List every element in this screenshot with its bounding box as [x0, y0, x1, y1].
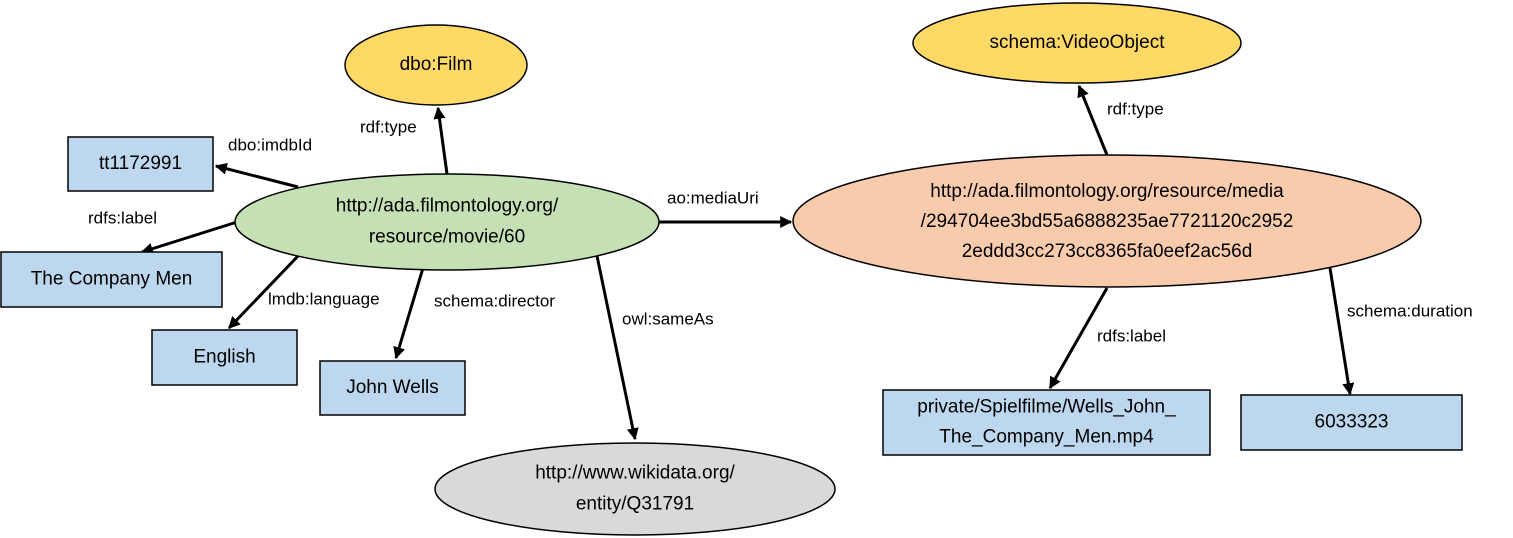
node-film-class-text: dbo:Film [400, 54, 473, 75]
node-director-text: John Wells [346, 377, 439, 398]
node-film-class[interactable]: dbo:Film [344, 24, 528, 106]
node-wikidata[interactable]: http://www.wikidata.org/entity/Q31791 [434, 442, 836, 536]
edge-label-media-type: rdf:type [1107, 99, 1164, 118]
node-text-line: schema:VideoObject [990, 32, 1166, 53]
node-text-line: dbo:Film [400, 54, 473, 75]
node-wikidata-text: http://www.wikidata.org/entity/Q31791 [535, 463, 735, 515]
edge-label-movie-director: schema:director [434, 291, 555, 310]
node-media-label[interactable]: private/Spielfilme/Wells_John_ The_Compan… [882, 389, 1211, 456]
node-duration-text: 6033323 [1315, 412, 1389, 433]
edge-movie-sameas [595, 255, 639, 441]
node-text-line: The_Company_Men.mp4 [939, 427, 1154, 448]
node-text-line: John Wells [346, 377, 439, 398]
edge-label-media-duration: schema:duration [1347, 301, 1473, 320]
node-movie-text: http://ada.filmontology.org/resource/mov… [336, 196, 559, 248]
node-text-line: http://www.wikidata.org/ [535, 463, 735, 484]
edge-label-movie-language: lmdb:language [268, 289, 380, 308]
edge-label-movie-label: rdfs:label [88, 208, 157, 227]
node-text-line: 2eddd3cc273cc8365fa0eef2ac56d [962, 241, 1253, 262]
node-text-line: The Company Men [31, 269, 193, 290]
edges [140, 84, 1355, 441]
edge-label-media-label: rdfs:label [1097, 326, 1166, 345]
edge-labels: rdf:type dbo:imdbId rdfs:label lmdb:lang… [88, 99, 1473, 345]
node-media[interactable]: http://ada.filmontology.org/resource/med… [792, 154, 1422, 288]
node-label-text: The Company Men [31, 269, 193, 290]
node-text-line: /294704ee3bd55a6888235ae7721120c2952 [921, 211, 1294, 232]
node-media-text: http://ada.filmontology.org/resource/med… [921, 181, 1294, 262]
node-movie[interactable]: http://ada.filmontology.org/resource/mov… [234, 173, 660, 271]
edge-media-label [1048, 287, 1109, 390]
edge-media-duration [1328, 267, 1355, 396]
edge-label-movie-media: ao:mediaUri [667, 188, 759, 207]
edge-media-type [1077, 84, 1109, 156]
node-imdb[interactable]: tt1172991 [67, 136, 214, 192]
node-text-line: entity/Q31791 [576, 494, 694, 515]
node-text-line: http://ada.filmontology.org/resource/med… [930, 181, 1284, 202]
edge-label-movie-type: rdf:type [360, 117, 417, 136]
node-video-class[interactable]: schema:VideoObject [912, 2, 1242, 84]
node-text-line: tt1172991 [99, 153, 182, 174]
edge-movie-type [433, 106, 449, 175]
edge-movie-label [140, 220, 238, 255]
edge-label-movie-imdb: dbo:imdbId [228, 135, 312, 154]
node-imdb-text: tt1172991 [99, 153, 182, 174]
node-text-line: private/Spielfilme/Wells_John_ [917, 397, 1176, 418]
node-label[interactable]: The Company Men [0, 251, 223, 308]
node-language[interactable]: English [151, 329, 298, 386]
node-media-label-text: private/Spielfilme/Wells_John_ The_Compan… [917, 397, 1176, 448]
edge-movie-director [393, 267, 425, 360]
node-text-line: resource/movie/60 [369, 227, 525, 248]
edge-movie-imdb [214, 162, 299, 189]
node-duration[interactable]: 6033323 [1240, 394, 1463, 451]
node-text-line: http://ada.filmontology.org/ [336, 196, 559, 217]
nodes: dbo:Film tt1172991 The Company Men Engli… [0, 2, 1463, 536]
edge-movie-language [227, 254, 300, 330]
node-video-class-text: schema:VideoObject [990, 32, 1166, 53]
node-director[interactable]: John Wells [319, 360, 466, 416]
node-language-text: English [193, 347, 255, 368]
node-text-line: 6033323 [1315, 412, 1389, 433]
edge-label-movie-sameas: owl:sameAs [622, 309, 714, 328]
node-text-line: English [193, 347, 255, 368]
